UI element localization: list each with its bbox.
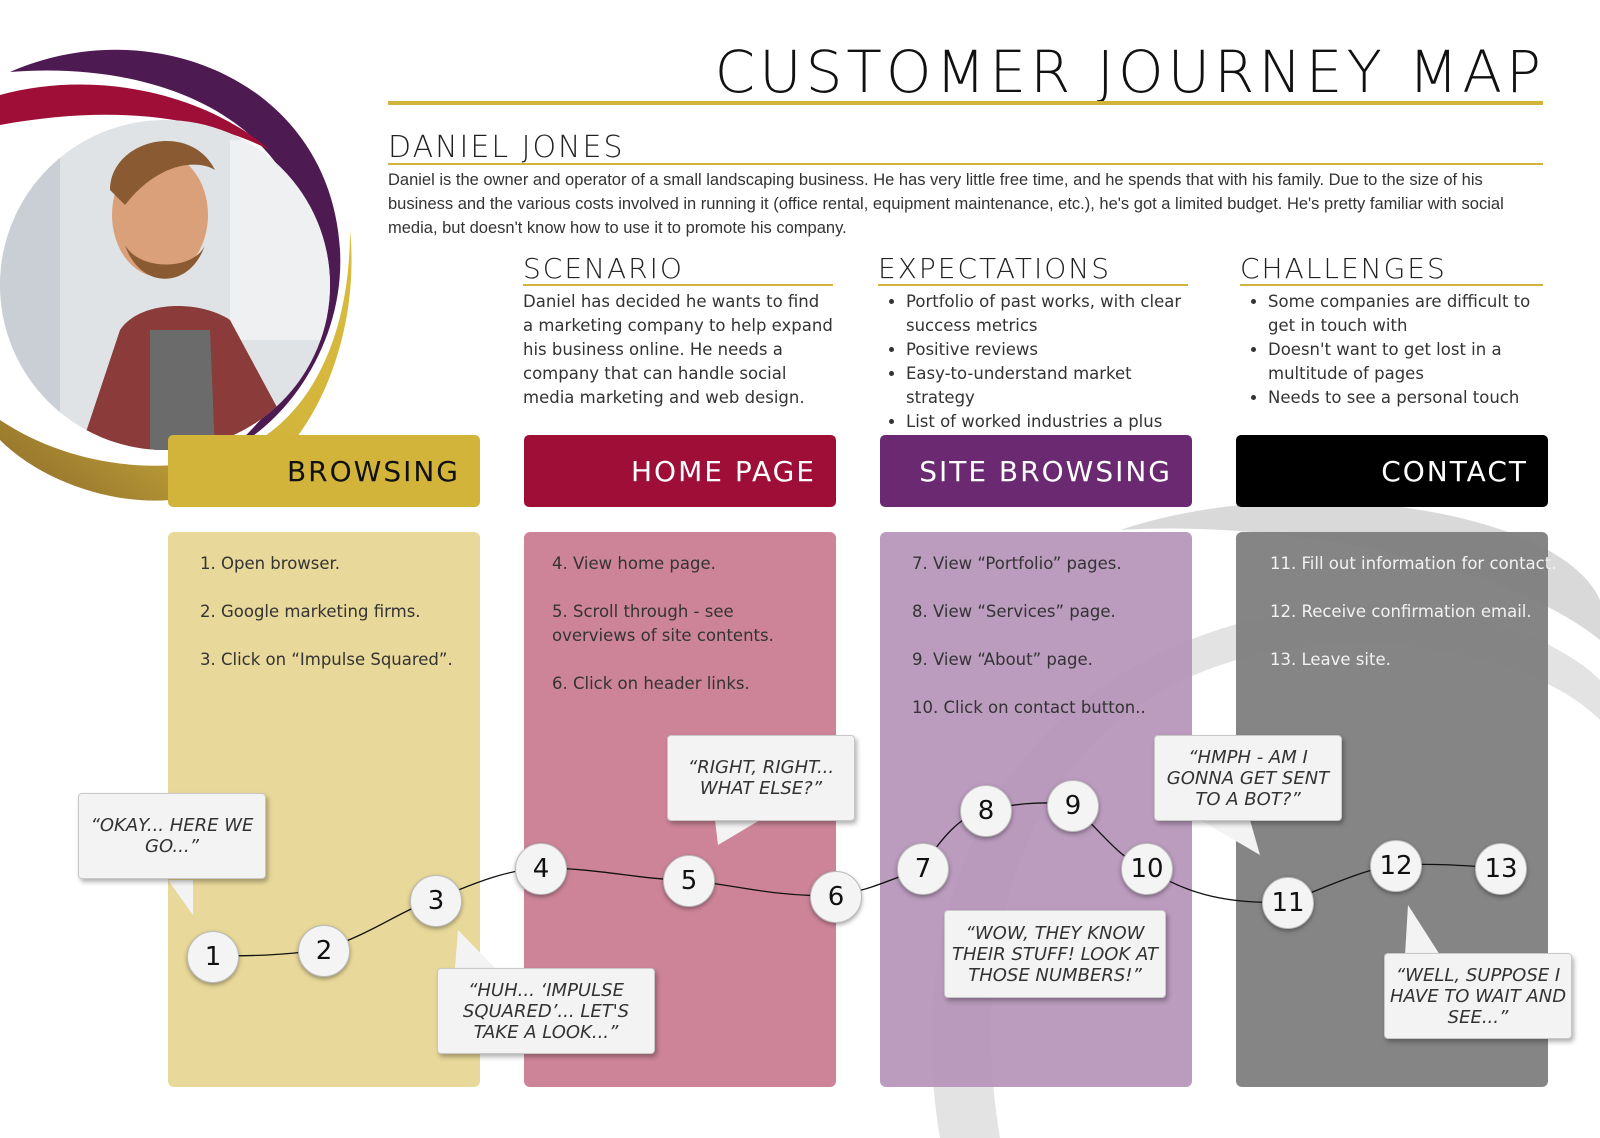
stage-label: CONTACT xyxy=(1381,454,1528,488)
journey-node: 10 xyxy=(1121,843,1173,895)
step-item: 10. Click on contact button.. xyxy=(912,698,1146,717)
step-item: 12. Receive confirmation email. xyxy=(1270,602,1532,621)
journey-node: 7 xyxy=(897,843,949,895)
stage-header-home-page: HOME PAGE xyxy=(524,435,836,507)
step-item: 1. Open browser. xyxy=(200,554,341,573)
steps-home-page: 4. View home page. 5. Scroll through - s… xyxy=(552,552,817,720)
journey-node: 11 xyxy=(1262,877,1314,929)
challenges-divider xyxy=(1240,284,1543,286)
stage-header-contact: CONTACT xyxy=(1236,435,1548,507)
expectations-heading: EXPECTATIONS xyxy=(878,252,1112,285)
stage-header-browsing: BROWSING xyxy=(168,435,480,507)
scenario-text: Daniel has decided he wants to find a ma… xyxy=(523,292,833,407)
step-item: 9. View “About” page. xyxy=(912,650,1093,669)
persona-name: DANIEL JONES xyxy=(388,130,625,165)
page-title: CUSTOMER JOURNEY MAP xyxy=(714,38,1545,106)
steps-site-browsing: 7. View “Portfolio” pages. 8. View “Serv… xyxy=(912,552,1146,744)
stage-label: SITE BROWSING xyxy=(919,454,1172,488)
challenge-item: Doesn't want to get lost in a multitude … xyxy=(1268,338,1545,386)
step-item: 13. Leave site. xyxy=(1270,650,1391,669)
title-underline xyxy=(388,101,1543,105)
quote-bubble: “Right, right... What else?” xyxy=(667,735,855,821)
journey-node: 13 xyxy=(1475,843,1527,895)
journey-node: 12 xyxy=(1370,840,1422,892)
scenario-heading: SCENARIO xyxy=(523,252,684,285)
expectation-item: Positive reviews xyxy=(906,338,1188,362)
step-item: 11. Fill out information for contact. xyxy=(1270,554,1557,573)
crimson-arc xyxy=(0,84,270,150)
journey-node: 5 xyxy=(663,855,715,907)
expectations-divider xyxy=(878,284,1188,286)
journey-node: 3 xyxy=(410,875,462,927)
persona-photo xyxy=(0,120,330,450)
journey-node: 4 xyxy=(515,843,567,895)
challenge-item: Some companies are difficult to get in t… xyxy=(1268,290,1545,338)
challenges-list: Some companies are difficult to get in t… xyxy=(1240,290,1545,410)
quote-bubble: “Wow, they know their stuff! Look at tho… xyxy=(944,910,1166,998)
steps-browsing: 1. Open browser. 2. Google marketing fir… xyxy=(200,552,453,696)
challenges-heading: CHALLENGES xyxy=(1240,252,1447,285)
stage-label: HOME PAGE xyxy=(631,454,816,488)
expectation-item: Portfolio of past works, with clear succ… xyxy=(906,290,1188,338)
step-item: 2. Google marketing firms. xyxy=(200,602,421,621)
quote-bubble: “Hmph - am I gonna get sent to a bot?” xyxy=(1154,735,1342,821)
scenario-divider xyxy=(523,284,833,286)
journey-node: 1 xyxy=(187,931,239,983)
step-item: 6. Click on header links. xyxy=(552,674,750,693)
quote-bubble: “Well, suppose I have to wait and see...… xyxy=(1384,953,1572,1039)
stage-label: BROWSING xyxy=(286,454,460,488)
expectation-item: Easy-to-understand market strategy xyxy=(906,362,1188,410)
journey-node: 8 xyxy=(960,785,1012,837)
journey-node: 2 xyxy=(298,925,350,977)
quote-bubble: “Okay... here we go...” xyxy=(78,793,266,879)
persona-divider xyxy=(388,163,1543,165)
step-item: 8. View “Services” page. xyxy=(912,602,1116,621)
journey-node: 6 xyxy=(810,871,862,923)
step-item: 7. View “Portfolio” pages. xyxy=(912,554,1122,573)
journey-node: 9 xyxy=(1047,780,1099,832)
quote-bubble: “Huh... ‘Impulse Squared’... Let's take … xyxy=(437,968,655,1054)
stage-header-site-browsing: SITE BROWSING xyxy=(880,435,1192,507)
expectations-list: Portfolio of past works, with clear succ… xyxy=(878,290,1188,434)
step-item: 3. Click on “Impulse Squared”. xyxy=(200,650,453,669)
challenge-item: Needs to see a personal touch xyxy=(1268,386,1545,410)
step-item: 5. Scroll through - see overviews of sit… xyxy=(552,602,774,645)
persona-description: Daniel is the owner and operator of a sm… xyxy=(388,171,1504,237)
step-item: 4. View home page. xyxy=(552,554,716,573)
expectation-item: List of worked industries a plus xyxy=(906,410,1188,434)
steps-contact: 11. Fill out information for contact. 12… xyxy=(1270,552,1556,696)
